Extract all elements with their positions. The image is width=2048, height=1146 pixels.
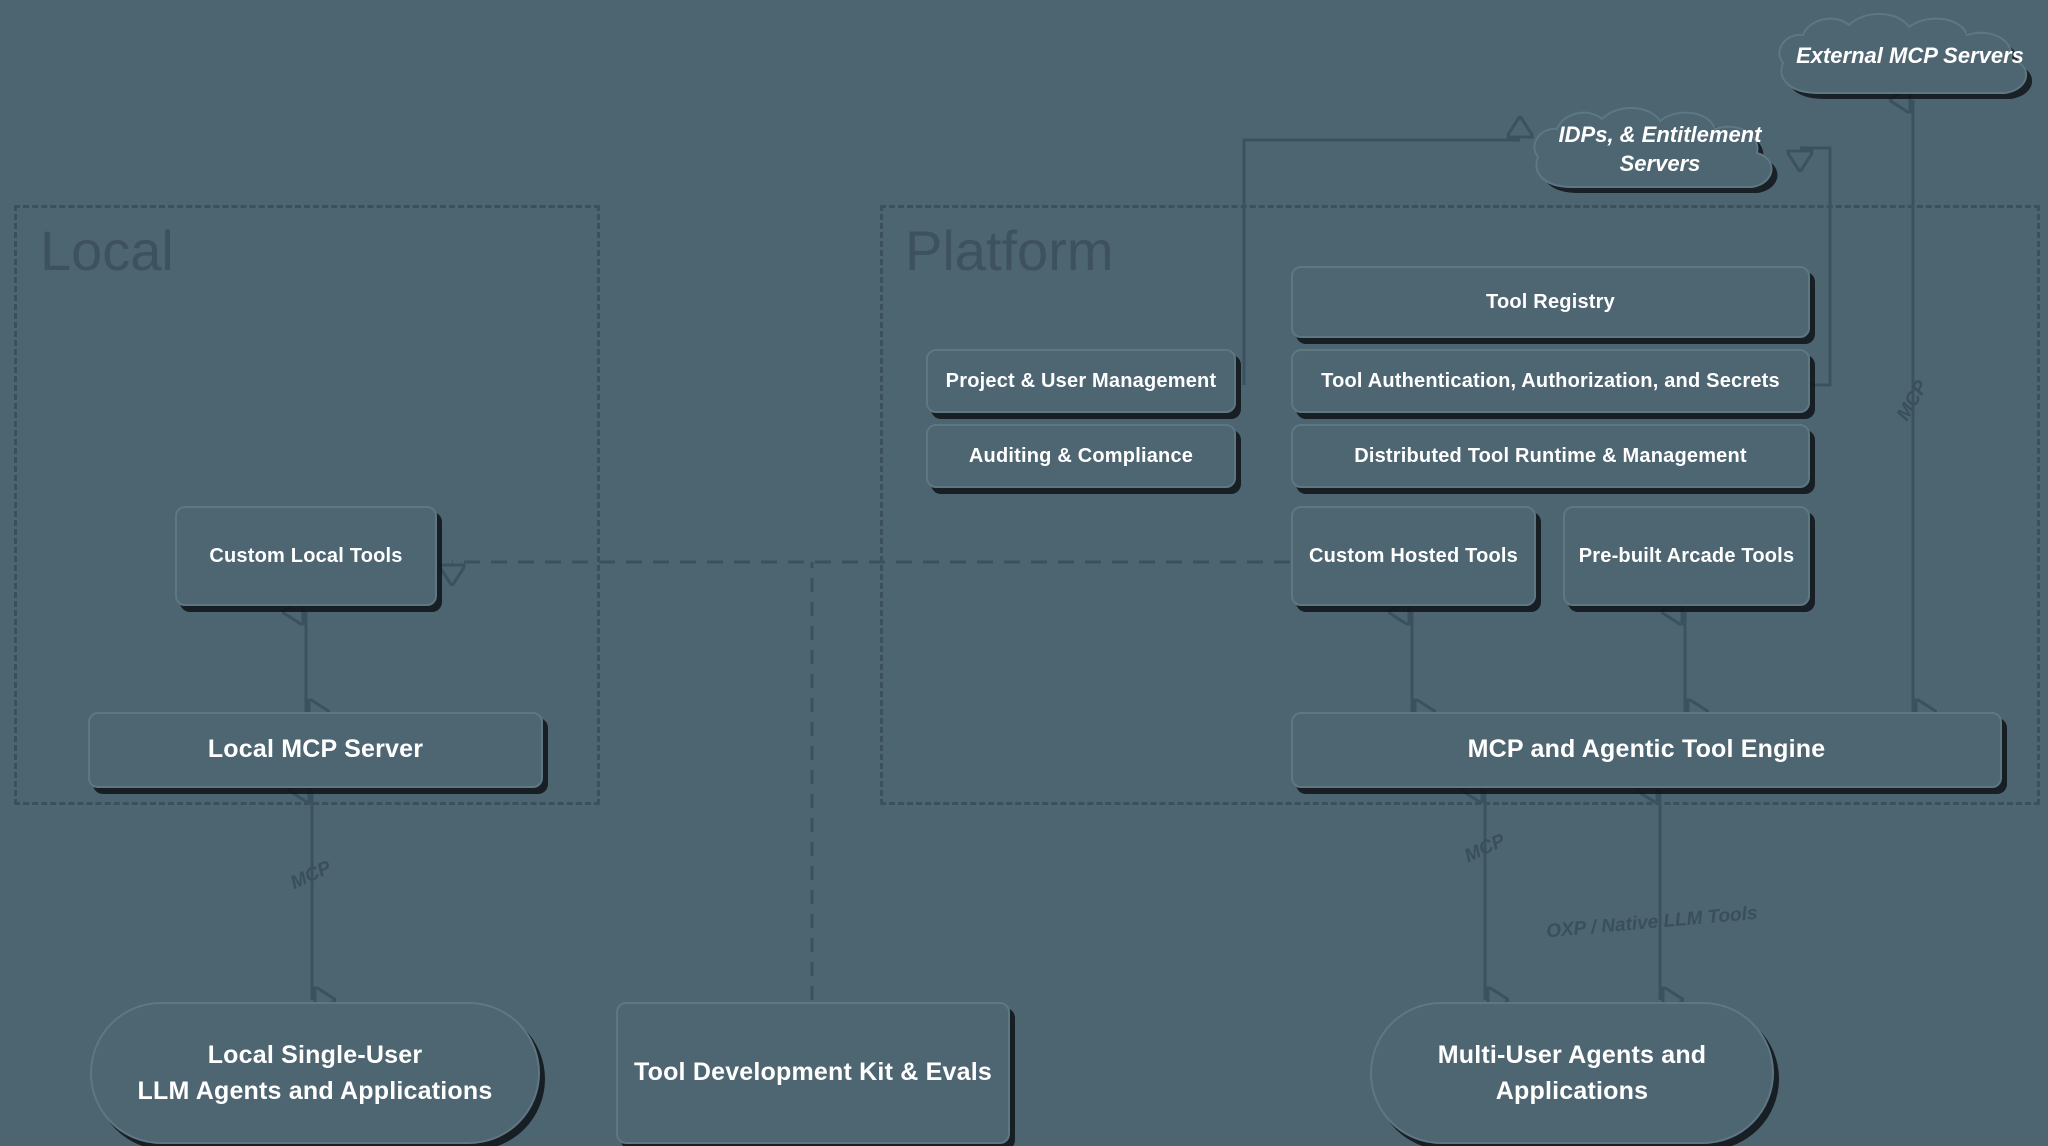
edge-label-mcp-platform: MCP	[1461, 830, 1509, 867]
cloud-label: External MCP Servers	[1796, 42, 2024, 68]
node-auditing-compliance[interactable]: Auditing & Compliance	[926, 424, 1236, 488]
cloud-external-mcp-servers: External MCP Servers	[1765, 6, 2048, 106]
node-custom-hosted-tools[interactable]: Custom Hosted Tools	[1291, 506, 1536, 606]
node-distributed-tool-runtime[interactable]: Distributed Tool Runtime & Management	[1291, 424, 1810, 488]
cloud-idps-entitlement-servers: IDPs, & Entitlement Servers	[1520, 100, 1800, 200]
node-tool-authentication[interactable]: Tool Authentication, Authorization, and …	[1291, 349, 1810, 413]
node-local-mcp-server[interactable]: Local MCP Server	[88, 712, 543, 788]
node-tool-registry[interactable]: Tool Registry	[1291, 266, 1810, 338]
edge-label-mcp-local: MCP	[287, 857, 335, 894]
cloud-label: IDPs, & Entitlement Servers	[1558, 122, 1762, 176]
node-tool-development-kit[interactable]: Tool Development Kit & Evals	[616, 1002, 1010, 1144]
node-line-2: Applications	[1495, 1077, 1649, 1105]
zone-platform-title: Platform	[905, 219, 1114, 282]
zone-local-title: Local	[40, 219, 174, 282]
node-line-2: LLM Agents and Applications	[137, 1077, 493, 1105]
cloud-shape-icon	[1778, 12, 2033, 99]
edge-label-oxp-native-llm-tools: OXP / Native LLM Tools	[1545, 902, 1759, 943]
node-project-user-management[interactable]: Project & User Management	[926, 349, 1236, 413]
node-prebuilt-arcade-tools[interactable]: Pre-built Arcade Tools	[1563, 506, 1810, 606]
node-line-1: Local Single-User	[207, 1040, 423, 1069]
node-multi-user-agents[interactable]: Multi-User Agents and Applications	[1370, 1002, 1774, 1144]
node-mcp-agentic-tool-engine[interactable]: MCP and Agentic Tool Engine	[1291, 712, 2002, 788]
cloud-shape-icon	[1533, 106, 1778, 193]
node-custom-local-tools[interactable]: Custom Local Tools	[175, 506, 437, 606]
node-local-agents[interactable]: Local Single-User LLM Agents and Applica…	[90, 1002, 540, 1144]
node-line-1: Multi-User Agents and	[1437, 1040, 1707, 1069]
